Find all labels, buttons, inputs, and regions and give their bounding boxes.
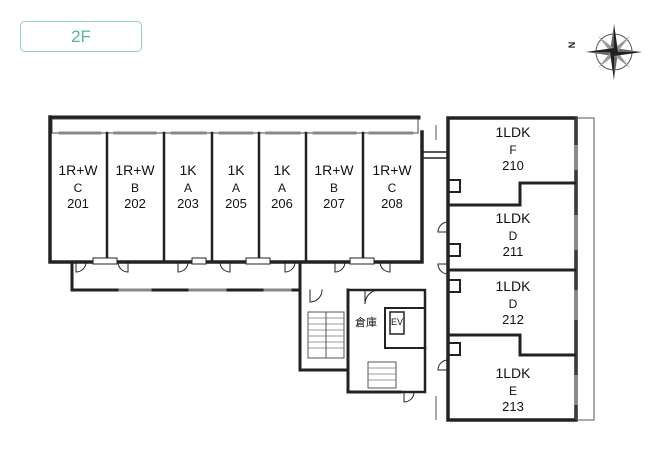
svg-text:B: B (330, 181, 338, 195)
svg-text:C: C (388, 181, 397, 195)
svg-text:1K: 1K (179, 162, 197, 178)
svg-text:210: 210 (502, 158, 524, 173)
unit-210: 1LDK F 210 (495, 124, 531, 173)
svg-text:B: B (131, 181, 139, 195)
svg-text:E: E (509, 384, 517, 398)
svg-text:D: D (509, 229, 518, 243)
svg-text:1R+W: 1R+W (372, 162, 412, 178)
svg-text:206: 206 (271, 196, 293, 211)
unit-205: 1K A 205 (225, 162, 247, 211)
svg-text:A: A (278, 181, 286, 195)
svg-text:203: 203 (177, 196, 199, 211)
svg-text:211: 211 (503, 244, 524, 259)
svg-text:A: A (232, 181, 240, 195)
storage-label: 倉庫 (355, 315, 377, 329)
svg-text:D: D (509, 297, 518, 311)
svg-text:1R+W: 1R+W (58, 162, 98, 178)
unit-208: 1R+W C 208 (372, 162, 412, 211)
unit-211: 1LDK D 211 (495, 210, 531, 259)
unit-labels: 1R+W C 201 1R+W B 202 1K A 203 1K A 205 … (58, 124, 531, 414)
floor-badge: 2F (20, 21, 142, 52)
svg-text:213: 213 (502, 399, 524, 414)
svg-text:1K: 1K (273, 162, 291, 178)
unit-206: 1K A 206 (271, 162, 293, 211)
unit-201: 1R+W C 201 (58, 162, 98, 211)
elevator-box (389, 311, 405, 335)
svg-text:A: A (184, 181, 192, 195)
svg-text:202: 202 (124, 196, 146, 211)
compass-icon (586, 24, 642, 80)
unit-203: 1K A 203 (177, 162, 199, 211)
unit-212: 1LDK D 212 (495, 278, 531, 327)
svg-text:1K: 1K (227, 162, 245, 178)
svg-text:F: F (509, 143, 516, 157)
svg-text:1LDK: 1LDK (495, 124, 531, 140)
unit-213: 1LDK E 213 (495, 365, 531, 414)
svg-text:C: C (74, 181, 83, 195)
unit-207: 1R+W B 207 (314, 162, 354, 211)
svg-text:1R+W: 1R+W (115, 162, 155, 178)
compass-north-label: N (567, 42, 577, 49)
svg-text:1LDK: 1LDK (495, 278, 531, 294)
svg-text:1LDK: 1LDK (495, 210, 531, 226)
svg-text:207: 207 (323, 196, 345, 211)
elevator-label: EV (391, 317, 403, 327)
svg-text:201: 201 (67, 196, 89, 211)
svg-text:1LDK: 1LDK (495, 365, 531, 381)
svg-text:212: 212 (502, 312, 524, 327)
svg-text:1R+W: 1R+W (314, 162, 354, 178)
svg-text:208: 208 (381, 196, 403, 211)
unit-202: 1R+W B 202 (115, 162, 155, 211)
svg-text:205: 205 (225, 196, 247, 211)
